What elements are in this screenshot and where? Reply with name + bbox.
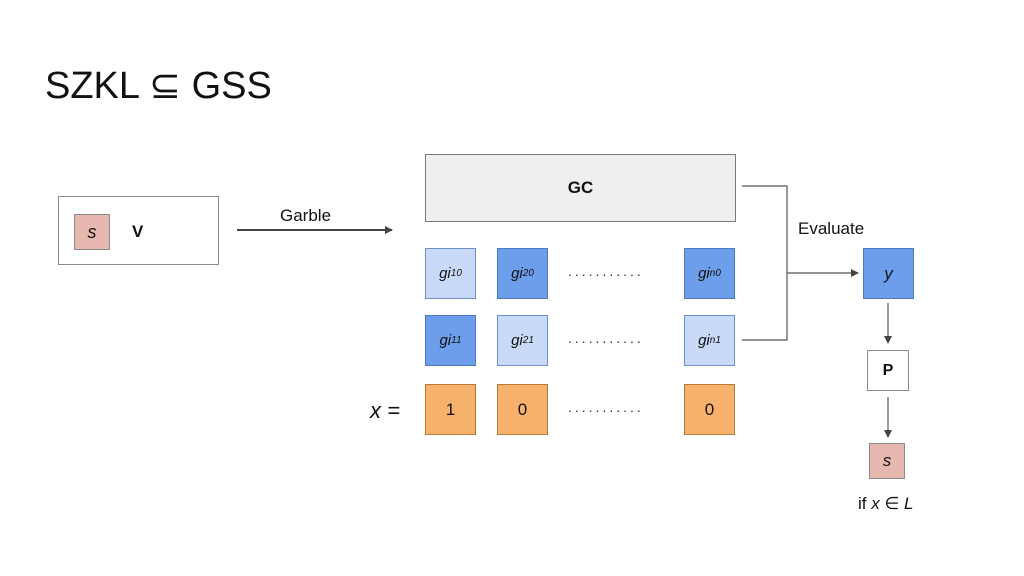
secret-s-box: s bbox=[74, 214, 110, 250]
row0-ellipsis: ........... bbox=[568, 263, 644, 279]
verifier-label: V bbox=[132, 222, 144, 241]
output-s-box: s bbox=[869, 443, 905, 479]
x-bit-2: 0 bbox=[497, 384, 548, 435]
evaluate-label: Evaluate bbox=[798, 219, 865, 238]
garble-label: Garble bbox=[280, 206, 332, 225]
p-box: P bbox=[867, 350, 909, 391]
verifier-box bbox=[58, 196, 219, 265]
row1-ellipsis: ........... bbox=[568, 330, 644, 346]
page-title: SZKL ⊆ GSS bbox=[45, 65, 272, 107]
gc-box: GC bbox=[425, 154, 736, 222]
y-output-box: y bbox=[863, 248, 914, 299]
x-bit-1: 1 bbox=[425, 384, 476, 435]
evaluate-bracket bbox=[742, 185, 788, 341]
x-ellipsis: ........... bbox=[568, 399, 644, 415]
condition-text: if x ∈ L bbox=[858, 494, 914, 513]
x-bit-n: 0 bbox=[684, 384, 735, 435]
x-label: x = bbox=[370, 398, 400, 423]
